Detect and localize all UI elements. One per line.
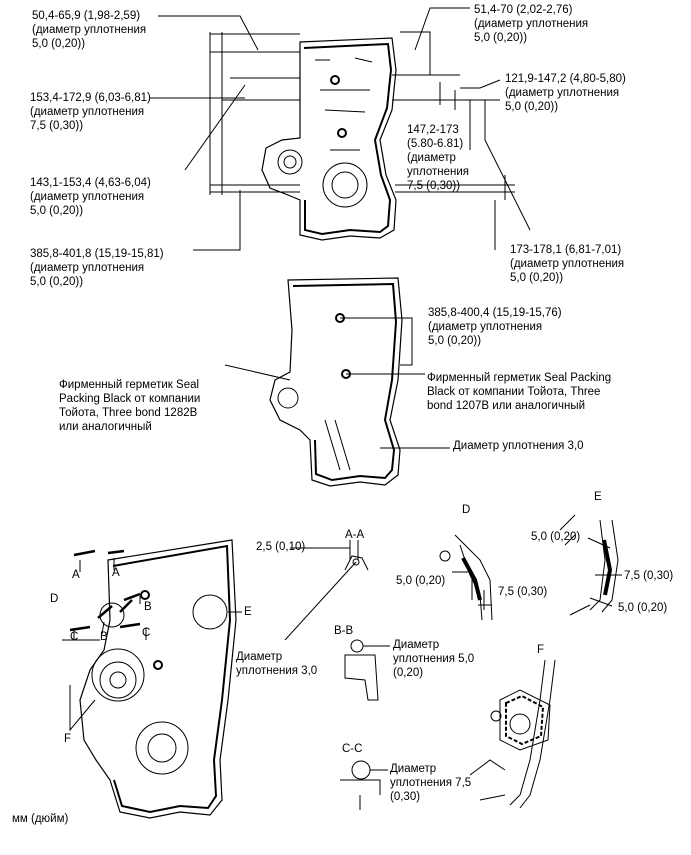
- marker-e: E: [244, 606, 252, 618]
- callout-mid-left-sealant: Фирменный герметик Seal Packing Black от…: [59, 379, 201, 433]
- callout-mid-bead: Диаметр уплотнения 3,0: [453, 440, 584, 452]
- timing-cover-bottom: [62, 539, 242, 819]
- marker-a-left: A: [72, 569, 80, 581]
- units-note: мм (дюйм): [12, 813, 69, 825]
- detail-f-title: F: [537, 644, 545, 656]
- callout-mid-right-1: 385,8-400,4 (15,19-15,76) (диаметр уплот…: [428, 307, 562, 347]
- detail-d-dim1: 5,0 (0,20): [396, 575, 446, 587]
- timing-cover-top: [261, 37, 397, 241]
- section-bb-title: B-B: [334, 625, 354, 637]
- top-leaders: [150, 7, 531, 251]
- marker-d: D: [50, 593, 59, 605]
- detail-d-dim2: 7,5 (0,30): [498, 586, 548, 598]
- timing-cover-middle: [224, 277, 450, 487]
- detail-d-title: D: [462, 504, 471, 516]
- callout-top-left-2: 153,4-172,9 (6,03-6,81) (диаметр уплотне…: [30, 92, 151, 132]
- callout-top-left-3: 143,1-153,4 (4,63-6,04) (диаметр уплотне…: [30, 177, 151, 217]
- detail-e-dim1: 5,0 (0,20): [531, 531, 581, 543]
- callout-top-right-1: 51,4-70 (2,02-2,76) (диаметр уплотнения …: [474, 4, 589, 44]
- marker-c-left: C: [70, 631, 79, 643]
- detail-e-drawing: [559, 514, 622, 616]
- section-aa-dimension: 2,5 (0,10): [256, 541, 306, 553]
- marker-f: F: [64, 733, 72, 745]
- detail-f-drawing: [469, 659, 556, 809]
- callout-mid-right-sealant: Фирменный герметик Seal Packing Black от…: [427, 372, 612, 412]
- detail-e-dim3: 5,0 (0,20): [618, 602, 668, 614]
- marker-a-right: A: [112, 567, 120, 579]
- marker-c-right: C: [142, 627, 151, 639]
- section-bb-drawing: [344, 639, 390, 701]
- callout-top-right-3: 173-178,1 (6,81-7,01) (диаметр уплотнени…: [510, 244, 625, 284]
- callout-top-left-1: 50,4-65,9 (1,98-2,59) (диаметр уплотнени…: [32, 10, 147, 50]
- callout-top-right-2: 121,9-147,2 (4,80-5,80) (диаметр уплотне…: [505, 73, 626, 113]
- detail-d-drawing: [439, 534, 493, 621]
- section-aa-title: A-A: [345, 529, 365, 541]
- section-bb-bead-label: Диаметр уплотнения 5,0 (0,20): [393, 639, 475, 679]
- callout-top-mid: 147,2-173 (5.80-6.81) (диаметр уплотнени…: [407, 124, 469, 192]
- marker-b-left: B: [100, 631, 108, 643]
- section-cc-bead-label: Диаметр уплотнения 7,5 (0,30): [390, 763, 472, 803]
- callout-top-left-4: 385,8-401,8 (15,19-15,81) (диаметр уплот…: [30, 248, 164, 288]
- detail-e-dim2: 7,5 (0,30): [624, 570, 674, 582]
- section-aa-drawing: [284, 540, 369, 641]
- marker-b-right: B: [144, 601, 152, 613]
- section-cc-title: C-C: [342, 743, 363, 755]
- section-aa-bead-label: Диаметр уплотнения 3,0: [236, 651, 318, 677]
- section-cc-drawing: [340, 760, 388, 810]
- detail-e-title: E: [594, 491, 602, 503]
